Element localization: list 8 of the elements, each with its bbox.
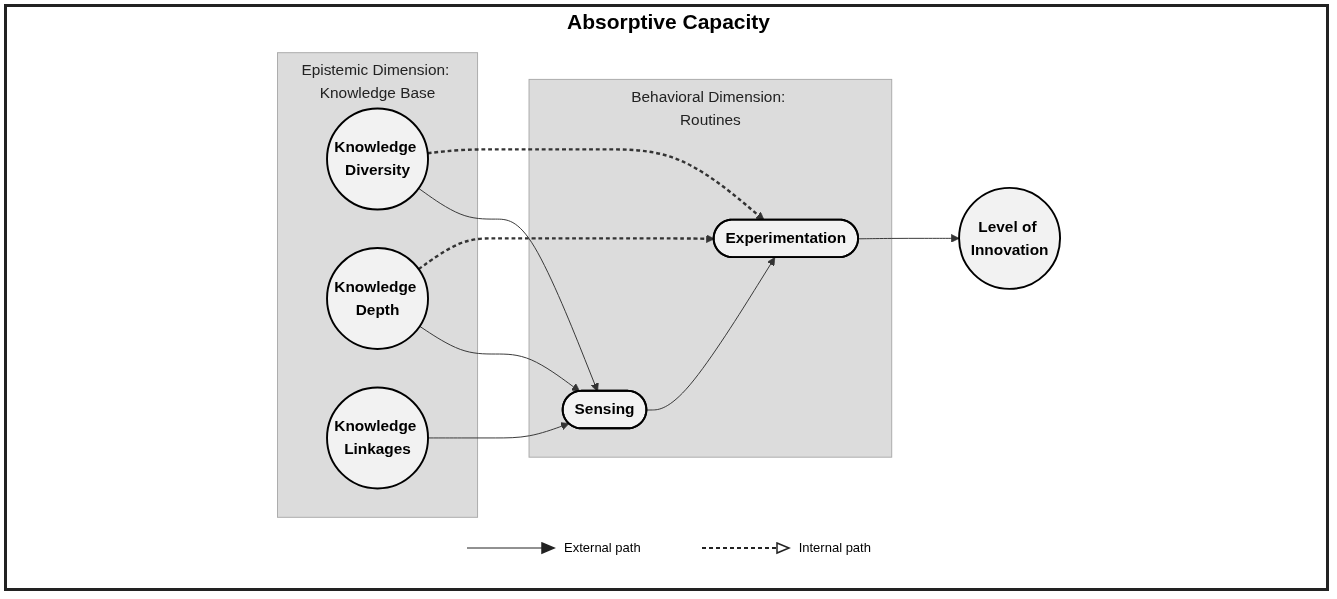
legend-label: External path: [564, 540, 641, 555]
diagram-title: Absorptive Capacity: [566, 10, 771, 34]
node-circle: Knowledge Linkages: [325, 386, 429, 490]
node-circle: Level of Innovation: [957, 186, 1061, 290]
legend-label: Internal path: [798, 540, 871, 555]
node-circle: Knowledge Depth: [325, 247, 429, 350]
node-circle: Knowledge Diversity: [325, 107, 429, 211]
arrow: [427, 148, 765, 221]
